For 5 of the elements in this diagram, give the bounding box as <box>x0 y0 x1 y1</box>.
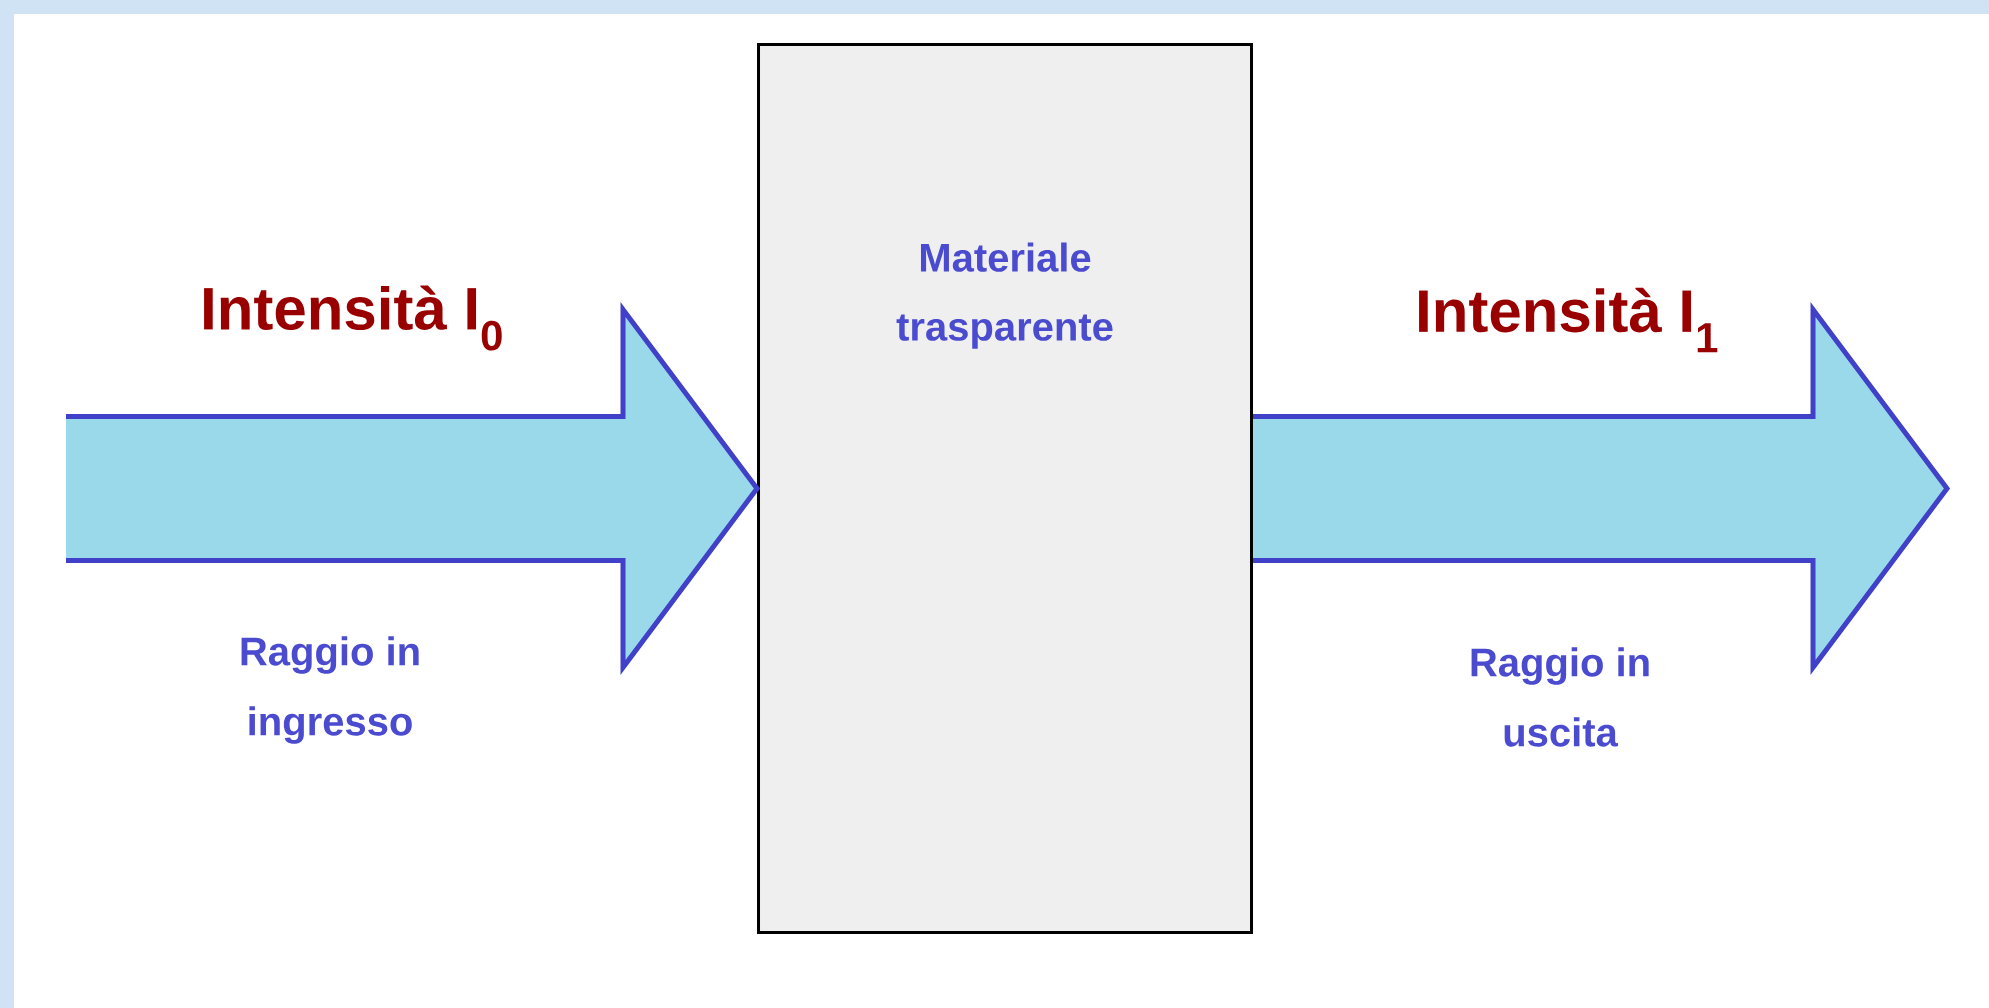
intensity-label: Intensità I$_{0}$ <box>204 285 502 351</box>
beam-label: Raggio in ingresso <box>241 636 419 744</box>
intensity-label: Intensità I$_{1}$ <box>1419 287 1718 353</box>
beam-label: Raggio in uscita <box>1471 647 1649 747</box>
material-box: Materiale trasparente <box>757 43 1253 934</box>
